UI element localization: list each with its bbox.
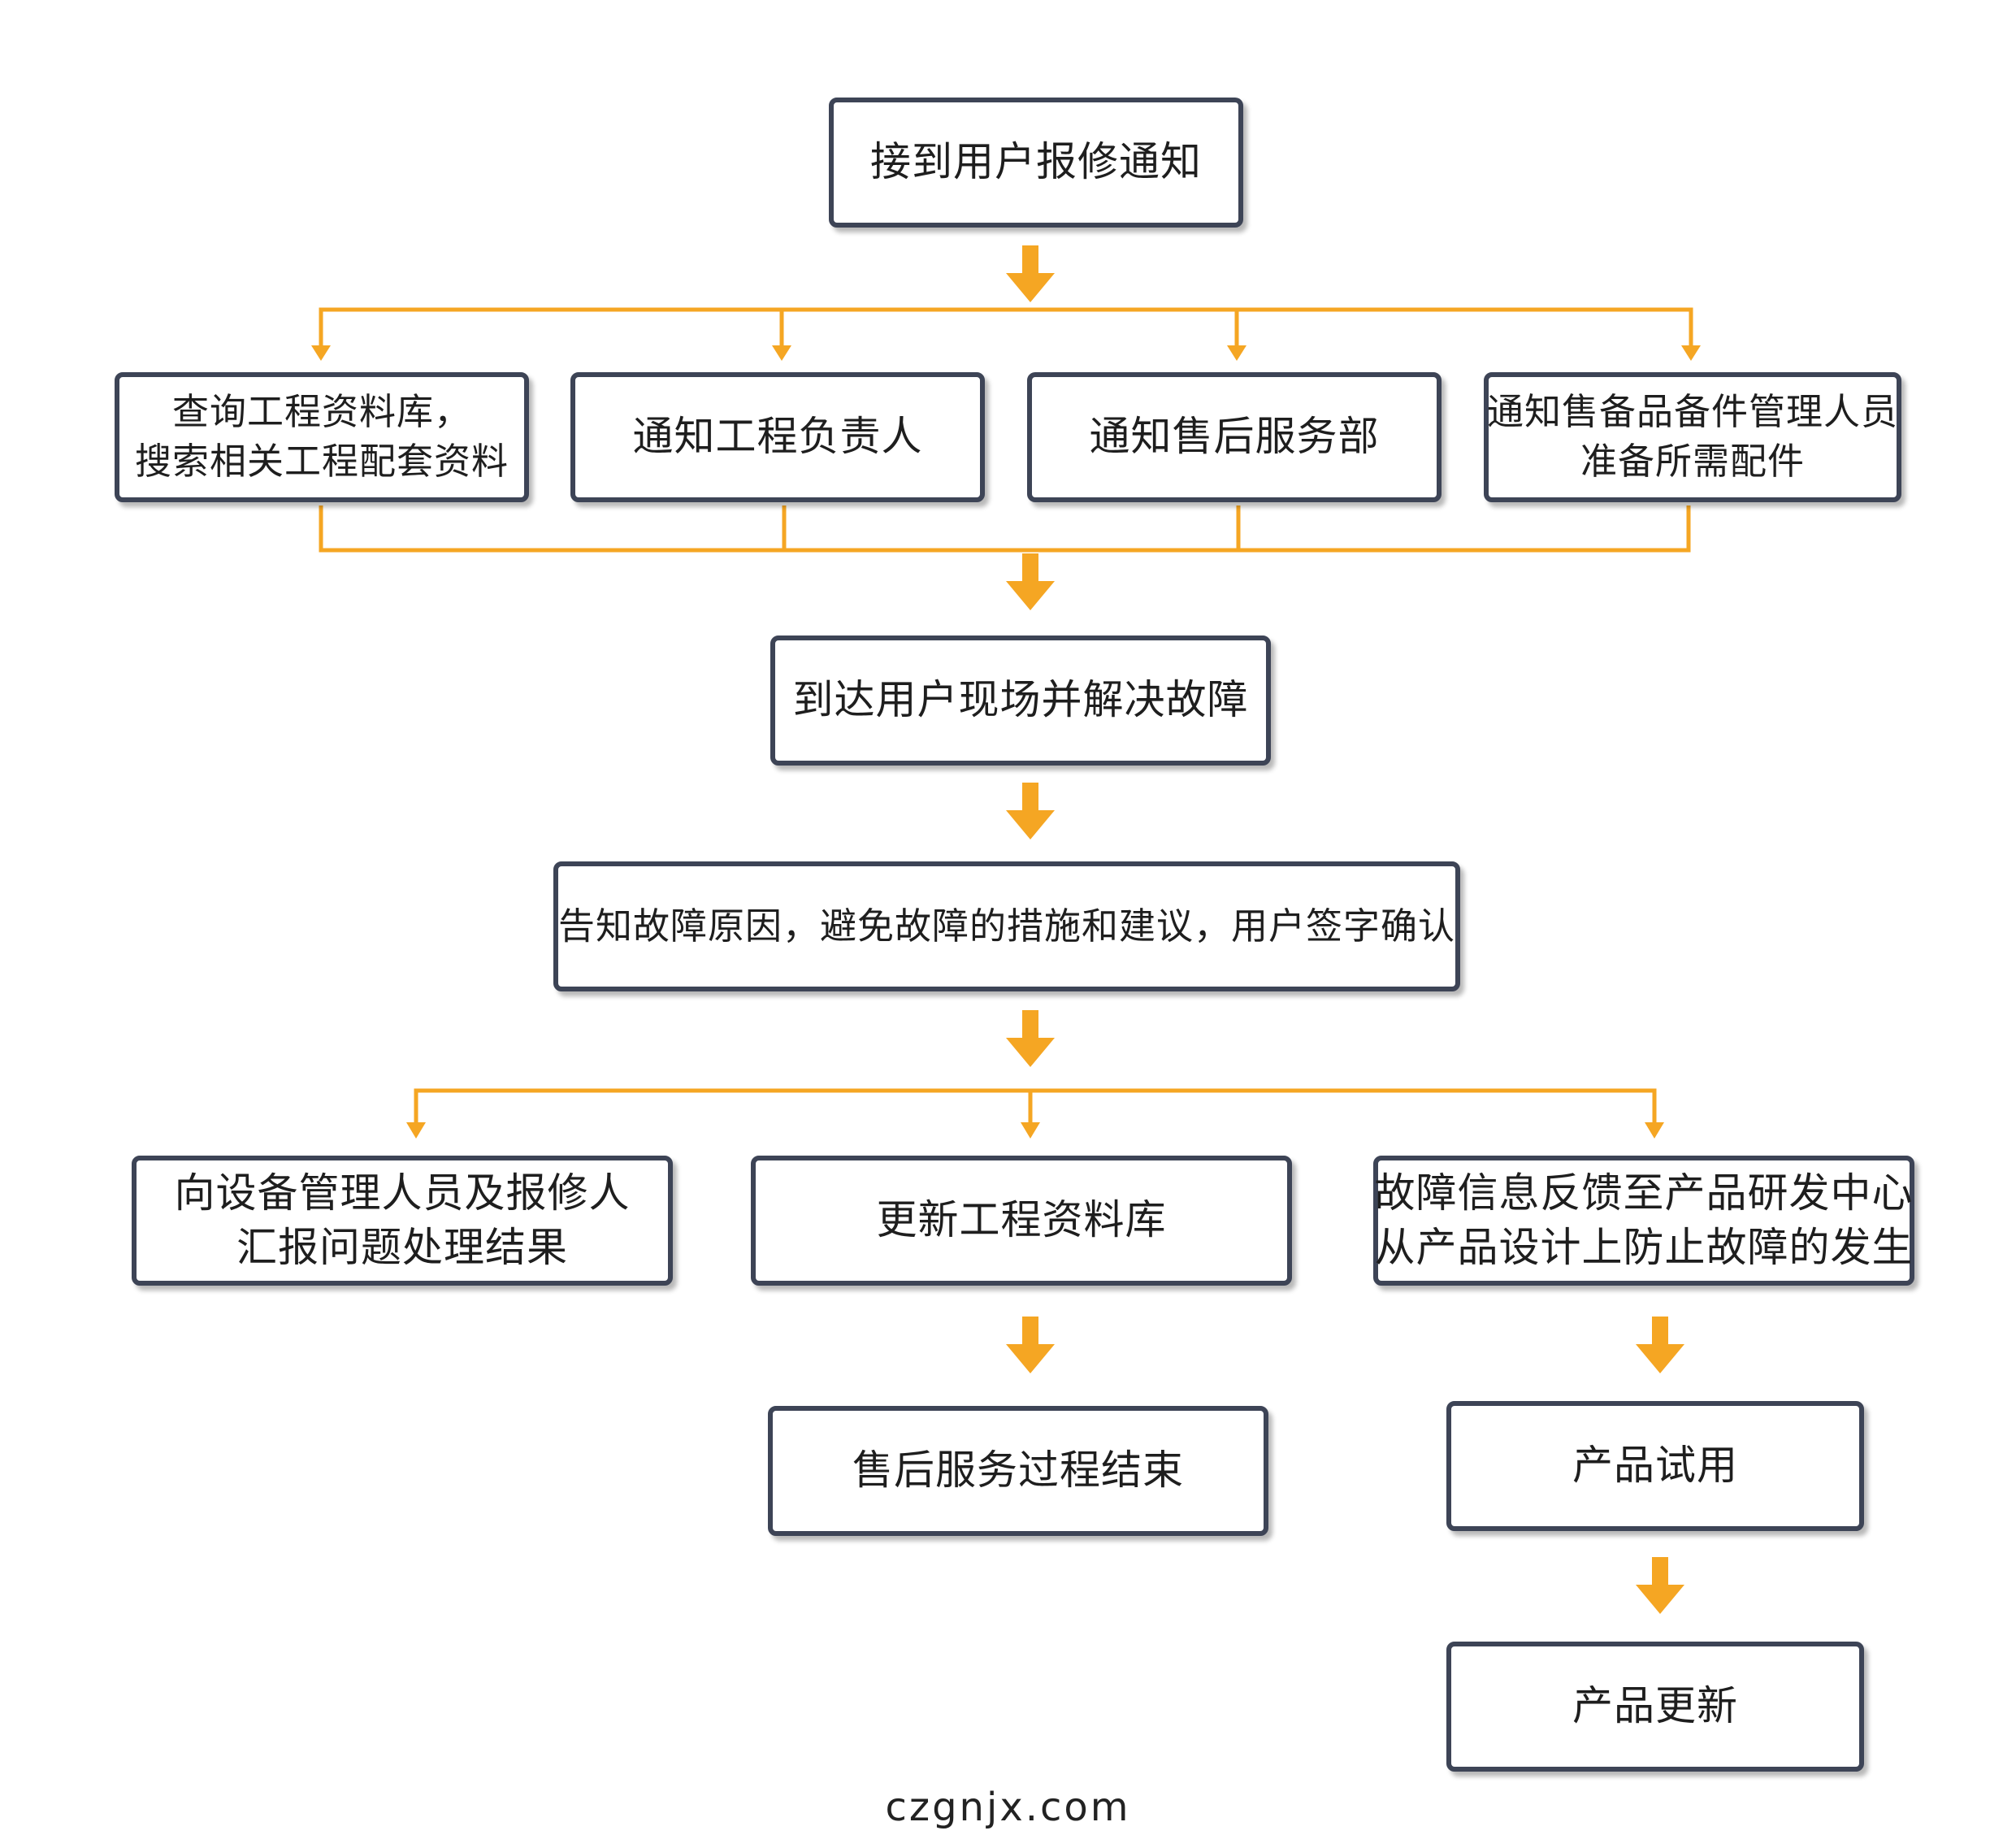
step-inform-cause: 告知故障原因，避免故障的措施和建议，用户签字确认 [553, 861, 1460, 991]
step-update-db: 更新工程资料库 [751, 1156, 1292, 1286]
step-product-update: 产品更新 [1446, 1642, 1864, 1772]
step-report-result-line1: 向设备管理人员及报修人 [174, 1169, 631, 1217]
small-arrowheads [311, 345, 1701, 1139]
step-notify-engineer: 通知工程负责人 [570, 372, 985, 502]
connector-lines [319, 307, 1693, 1126]
step-product-trial: 产品试用 [1446, 1401, 1864, 1531]
step-query-db-line2: 搜索相关工程配套资料 [134, 440, 509, 483]
step-query-db-line1: 查询工程资料库， [171, 390, 471, 434]
step-arrive-resolve-label: 到达用户现场并解决故障 [792, 676, 1249, 724]
step-product-trial-label: 产品试用 [1572, 1442, 1738, 1490]
step-receive-notice: 接到用户报修通知 [829, 98, 1243, 228]
step-notify-aftersales: 通知售后服务部 [1027, 372, 1442, 502]
step-notify-parts-line2: 准备所需配件 [1580, 440, 1806, 483]
step-feedback-rd: 故障信息反馈至产品研发中心 从产品设计上防止故障的发生 [1373, 1156, 1914, 1286]
step-notify-engineer-label: 通知工程负责人 [632, 413, 923, 461]
watermark: czgnjx.com [885, 1785, 1131, 1830]
step-report-result-line2: 汇报问题处理结果 [236, 1224, 568, 1271]
step-update-db-label: 更新工程资料库 [876, 1196, 1167, 1244]
step-query-db: 查询工程资料库， 搜索相关工程配套资料 [115, 372, 529, 502]
step-service-end-label: 售后服务过程结束 [852, 1447, 1184, 1494]
step-service-end: 售后服务过程结束 [768, 1406, 1268, 1536]
step-report-result: 向设备管理人员及报修人 汇报问题处理结果 [132, 1156, 673, 1286]
step-feedback-rd-line1: 故障信息反馈至产品研发中心 [1374, 1169, 1914, 1217]
big-arrows [1006, 245, 1684, 1614]
step-notify-aftersales-label: 通知售后服务部 [1089, 413, 1380, 461]
step-inform-cause-label: 告知故障原因，避免故障的措施和建议，用户签字确认 [558, 904, 1456, 948]
step-notify-parts: 通知售备品备件管理人员 准备所需配件 [1484, 372, 1901, 502]
step-receive-notice-label: 接到用户报修通知 [870, 138, 1202, 186]
step-arrive-resolve: 到达用户现场并解决故障 [770, 636, 1271, 766]
step-feedback-rd-line2: 从产品设计上防止故障的发生 [1374, 1224, 1914, 1271]
step-product-update-label: 产品更新 [1572, 1682, 1738, 1730]
step-notify-parts-line1: 通知售备品备件管理人员 [1487, 390, 1899, 434]
